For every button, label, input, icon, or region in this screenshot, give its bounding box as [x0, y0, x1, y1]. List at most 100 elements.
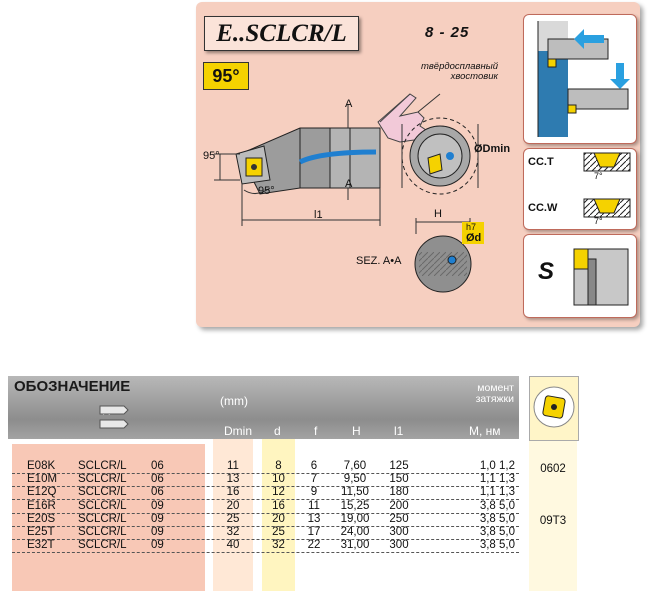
cell-f: 7	[310, 473, 318, 486]
approach-angle-badge: 95°	[203, 62, 249, 90]
cell-f: 22	[307, 539, 321, 552]
cell-size: 09	[151, 526, 164, 538]
cell-l1: 300	[389, 539, 409, 552]
cell-type: SCLCR/L	[78, 460, 127, 472]
cell-type: SCLCR/L	[78, 499, 127, 512]
cell-type: SCLCR/L	[78, 539, 127, 552]
cell-size: 09	[151, 512, 164, 525]
clearance-angle-bottom: 7°	[594, 216, 603, 226]
cell-d: 10	[272, 473, 285, 486]
cell-torque: 1,1 1,3	[479, 473, 515, 486]
col-h: H	[352, 424, 361, 438]
cell-dmin: 20	[226, 499, 240, 512]
units-label: (mm)	[220, 394, 248, 408]
insert-code-0602: 0602	[540, 463, 566, 475]
cell-type: SCLCR/L	[78, 526, 127, 538]
hand-pointer-icon	[377, 93, 427, 143]
table-row: E25T SCLCR/L 09 32 25 17 24,00 300 3,8 5,0	[12, 526, 519, 540]
dim-d: Ød	[466, 232, 482, 244]
size-range: 8 - 25	[425, 24, 470, 41]
cell-h: 31,00	[340, 539, 370, 552]
screw-type-letter: S	[538, 258, 555, 285]
dim-h: H	[434, 208, 442, 220]
cell-d: 16	[272, 499, 285, 512]
cell-l1: 250	[389, 512, 409, 525]
carbide-shank-note: твёрдосплавный хвостовик	[412, 62, 498, 82]
col-designation: ОБОЗНАЧЕНИЕ	[14, 378, 131, 395]
cell-code: E20S	[27, 512, 56, 525]
cell-h: 19,00	[340, 512, 370, 525]
screw-clamp-diagram	[573, 248, 629, 306]
cell-d: 12	[272, 486, 285, 499]
insert-shape-badge	[529, 376, 579, 441]
dim-a-bottom: A	[345, 178, 353, 190]
tool-series-title: E..SCLCR/L	[204, 16, 359, 51]
cell-h: 24,00	[340, 526, 370, 538]
cell-code: E32T	[27, 539, 55, 552]
cell-d: 8	[275, 460, 282, 472]
cell-f: 6	[310, 460, 318, 472]
cell-code: E25T	[27, 526, 55, 538]
arrow-down-icon	[610, 63, 630, 89]
insert-profile-diagram	[583, 152, 631, 218]
cell-f: 17	[307, 526, 321, 538]
insert-type-cct: CC.T	[528, 156, 554, 168]
table-header: R Dmin d f H l1 М, нм	[8, 376, 519, 439]
insert-code-09t3: 09T3	[539, 515, 567, 527]
cell-code: E10M	[27, 473, 58, 486]
dim-dmin: ØDmin	[474, 143, 511, 155]
shank-note-line1: твёрдосплавный	[420, 61, 498, 72]
col-l1: l1	[394, 424, 404, 438]
cell-code: E12Q	[27, 486, 57, 499]
cell-torque: 3,8 5,0	[479, 539, 515, 552]
application-diagram	[537, 21, 630, 137]
designation-column-band	[12, 444, 205, 591]
cell-size: 09	[151, 539, 164, 552]
cell-torque: 3,8 5,0	[479, 499, 515, 512]
cell-d: 25	[272, 526, 285, 538]
cell-h: 9,50	[343, 473, 367, 486]
cell-size: 09	[151, 499, 164, 512]
dim-angle-bottom: 95°	[258, 185, 275, 197]
cell-l1: 180	[389, 486, 409, 499]
dim-angle-left: 95°	[203, 150, 220, 162]
cell-h: 7,60	[343, 460, 367, 472]
boring-bar-drawing	[214, 93, 484, 293]
screw-type-panel	[523, 234, 637, 318]
cell-size: 06	[151, 486, 164, 499]
shank-note-line2: хвостовик	[450, 71, 498, 82]
cell-dmin: 16	[226, 486, 240, 499]
col-d: d	[274, 424, 281, 438]
insert-types-panel	[523, 148, 637, 230]
cell-type: SCLCR/L	[78, 512, 127, 525]
insert-type-ccw: CC.W	[528, 202, 558, 214]
cell-dmin: 13	[226, 473, 240, 486]
cell-size: 06	[151, 460, 164, 472]
bar-hand-icons	[99, 405, 129, 429]
torque-line2: затяжки	[475, 393, 514, 405]
application-panel	[523, 14, 637, 144]
cell-dmin: 32	[226, 526, 240, 538]
cell-code: E08K	[27, 460, 56, 472]
cell-l1: 200	[389, 499, 409, 512]
cell-torque: 1,1 1,3	[479, 486, 515, 499]
col-f: f	[314, 424, 318, 438]
cell-l1: 125	[389, 460, 409, 472]
insert-rhombic-icon	[533, 386, 575, 428]
cell-l1: 150	[389, 473, 409, 486]
cell-l1: 300	[389, 526, 409, 538]
col-torque-unit: М, нм	[469, 424, 501, 438]
cell-torque: 3,8 5,0	[479, 526, 515, 538]
cell-dmin: 25	[226, 512, 240, 525]
cell-h: 11,50	[341, 486, 369, 499]
dim-h7: h7	[466, 222, 477, 232]
cell-f: 9	[310, 486, 318, 499]
cell-f: 13	[307, 512, 321, 525]
insert-column-band	[529, 441, 577, 591]
